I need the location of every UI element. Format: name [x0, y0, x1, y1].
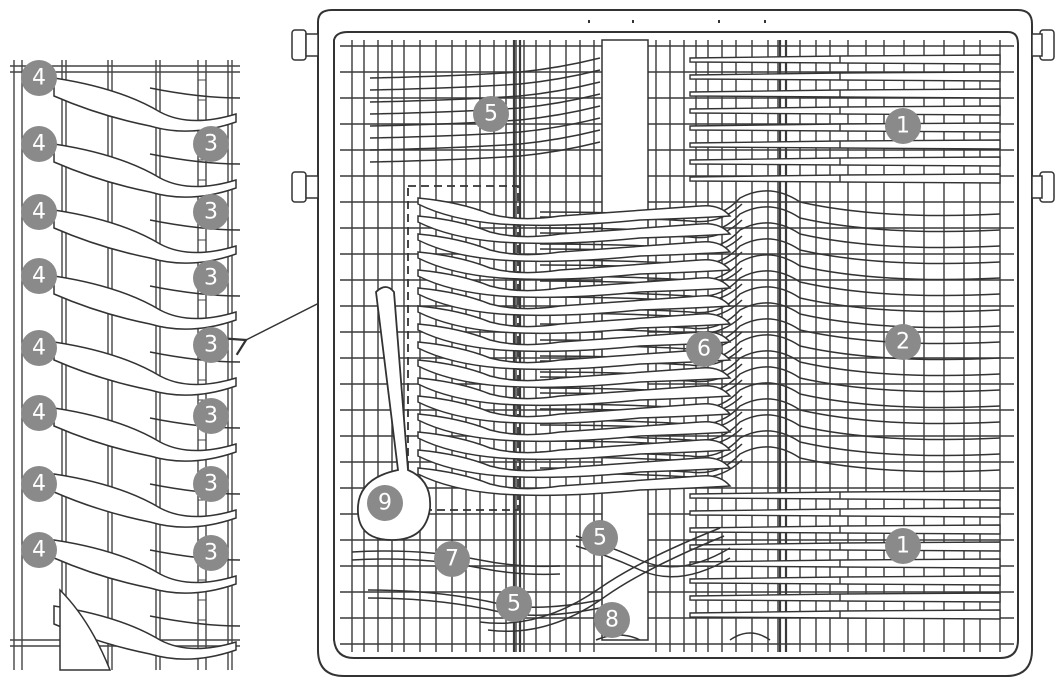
svg-text:3: 3	[204, 266, 218, 291]
svg-text:4: 4	[32, 200, 46, 225]
callout-4: 4	[21, 395, 57, 431]
callout-4: 4	[21, 532, 57, 568]
callout-9: 9	[367, 485, 403, 521]
svg-text:6: 6	[697, 337, 711, 362]
svg-text:7: 7	[445, 547, 459, 572]
svg-text:4: 4	[32, 401, 46, 426]
callout-3: 3	[193, 466, 229, 502]
callout-3: 3	[193, 260, 229, 296]
spoon-handle-line	[150, 286, 240, 296]
svg-text:3: 3	[204, 132, 218, 157]
callout-5-bottom: 5	[496, 586, 532, 622]
callout-7: 7	[434, 541, 470, 577]
callout-1-top: 1	[885, 108, 921, 144]
svg-text:3: 3	[204, 333, 218, 358]
svg-text:8: 8	[605, 608, 619, 633]
callout-3: 3	[193, 194, 229, 230]
svg-text:5: 5	[484, 102, 498, 127]
svg-text:9: 9	[378, 491, 392, 516]
callout-3: 3	[193, 126, 229, 162]
svg-text:3: 3	[204, 541, 218, 566]
callout-5-top: 5	[473, 96, 509, 132]
svg-text:4: 4	[32, 336, 46, 361]
callout-4: 4	[21, 330, 57, 366]
callout-8: 8	[594, 602, 630, 638]
spoon-handle-line	[150, 154, 240, 164]
svg-text:4: 4	[32, 264, 46, 289]
svg-text:1: 1	[896, 534, 910, 559]
svg-text:3: 3	[204, 404, 218, 429]
svg-text:5: 5	[507, 592, 521, 617]
detail-spoons	[54, 78, 240, 659]
callout-4: 4	[21, 194, 57, 230]
svg-text:2: 2	[896, 330, 910, 355]
callout-4: 4	[21, 126, 57, 162]
callout-3: 3	[193, 535, 229, 571]
spoon-handle-line	[150, 616, 240, 626]
svg-text:5: 5	[593, 526, 607, 551]
callout-4: 4	[21, 466, 57, 502]
callout-2: 2	[885, 324, 921, 360]
cutlery-tray: 1 1 2 5 5 5 6 7 8 9	[292, 10, 1054, 676]
callout-6: 6	[686, 331, 722, 367]
callout-4: 4	[21, 258, 57, 294]
svg-text:4: 4	[32, 132, 46, 157]
spoon-handle-line	[150, 88, 240, 98]
callout-5-mid: 5	[582, 520, 618, 556]
svg-text:1: 1	[896, 114, 910, 139]
svg-text:4: 4	[32, 66, 46, 91]
svg-text:4: 4	[32, 538, 46, 563]
callout-1-bottom: 1	[885, 528, 921, 564]
svg-text:3: 3	[204, 472, 218, 497]
svg-text:3: 3	[204, 200, 218, 225]
spoon	[54, 78, 236, 131]
callout-3: 3	[193, 327, 229, 363]
callout-4: 4	[21, 60, 57, 96]
svg-text:4: 4	[32, 472, 46, 497]
callout-3: 3	[193, 398, 229, 434]
spoon-handle-line	[150, 220, 240, 230]
